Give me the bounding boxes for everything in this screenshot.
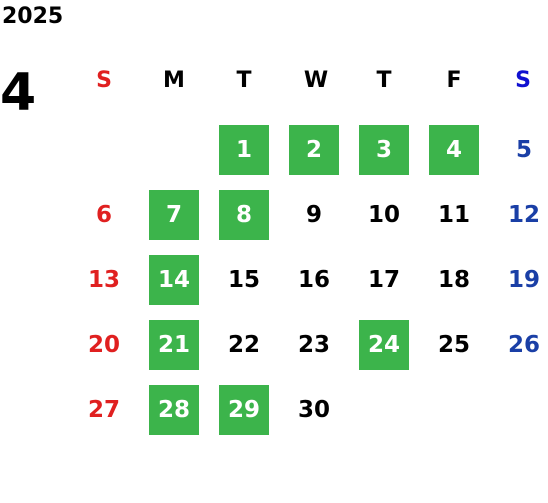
highlighted-day: 3 (359, 125, 409, 175)
day-number: 26 (507, 332, 540, 358)
weekday-monday: M (163, 68, 185, 93)
day-number: 11 (437, 202, 470, 228)
day-cell[interactable]: 29 (209, 378, 279, 443)
weekday-friday: F (446, 68, 462, 93)
day-number: 22 (227, 332, 260, 358)
day-cell[interactable]: 17 (349, 248, 419, 313)
day-number: 30 (297, 397, 330, 423)
month-number: 4 (0, 63, 37, 123)
highlighted-day: 28 (149, 385, 199, 435)
day-cell (489, 378, 548, 443)
weekday-header-row: S M T W T F S (69, 64, 548, 98)
year-label: 2025 (2, 4, 64, 29)
day-cell[interactable]: 21 (139, 313, 209, 378)
day-cell[interactable]: 2 (279, 118, 349, 183)
day-cell[interactable]: 16 (279, 248, 349, 313)
day-cell[interactable]: 27 (69, 378, 139, 443)
day-number: 23 (297, 332, 330, 358)
day-cell[interactable]: 24 (349, 313, 419, 378)
day-cell[interactable]: 12 (489, 183, 548, 248)
day-number: 20 (87, 332, 120, 358)
day-cell[interactable]: 10 (349, 183, 419, 248)
day-cell[interactable]: 5 (489, 118, 548, 183)
highlighted-day: 8 (219, 190, 269, 240)
day-cell[interactable]: 30 (279, 378, 349, 443)
highlighted-day: 24 (359, 320, 409, 370)
highlighted-day: 2 (289, 125, 339, 175)
highlighted-day: 29 (219, 385, 269, 435)
day-number: 13 (87, 267, 120, 293)
day-number: 16 (297, 267, 330, 293)
weekday-wednesday: W (303, 68, 329, 93)
day-cell[interactable]: 23 (279, 313, 349, 378)
day-cell (69, 118, 139, 183)
day-cell[interactable]: 13 (69, 248, 139, 313)
weekday-sunday: S (96, 68, 112, 93)
day-cell[interactable]: 4 (419, 118, 489, 183)
highlighted-day: 14 (149, 255, 199, 305)
day-number: 9 (305, 202, 322, 228)
day-cell[interactable]: 6 (69, 183, 139, 248)
day-cell[interactable]: 8 (209, 183, 279, 248)
day-cell[interactable]: 22 (209, 313, 279, 378)
day-cell[interactable]: 28 (139, 378, 209, 443)
day-cell[interactable]: 25 (419, 313, 489, 378)
day-cell[interactable]: 15 (209, 248, 279, 313)
highlighted-day: 1 (219, 125, 269, 175)
day-cell[interactable]: 7 (139, 183, 209, 248)
day-cell (419, 378, 489, 443)
day-cell[interactable]: 11 (419, 183, 489, 248)
day-number: 6 (95, 202, 112, 228)
day-cell[interactable]: 20 (69, 313, 139, 378)
highlighted-day: 4 (429, 125, 479, 175)
highlighted-day: 21 (149, 320, 199, 370)
weekday-saturday: S (515, 68, 531, 93)
day-number: 18 (437, 267, 470, 293)
day-cell (349, 378, 419, 443)
highlighted-day: 7 (149, 190, 199, 240)
day-cell[interactable]: 9 (279, 183, 349, 248)
day-number: 19 (507, 267, 540, 293)
day-cell[interactable]: 1 (209, 118, 279, 183)
day-number: 17 (367, 267, 400, 293)
weekday-thursday: T (376, 68, 392, 93)
day-cell[interactable]: 26 (489, 313, 548, 378)
day-cell[interactable]: 3 (349, 118, 419, 183)
weekday-tuesday: T (236, 68, 252, 93)
day-cell[interactable]: 14 (139, 248, 209, 313)
day-number: 5 (515, 137, 532, 163)
day-cell (139, 118, 209, 183)
day-number: 12 (507, 202, 540, 228)
day-number: 27 (87, 397, 120, 423)
day-number: 15 (227, 267, 260, 293)
day-number: 25 (437, 332, 470, 358)
day-cell[interactable]: 19 (489, 248, 548, 313)
day-cell[interactable]: 18 (419, 248, 489, 313)
day-number: 10 (367, 202, 400, 228)
